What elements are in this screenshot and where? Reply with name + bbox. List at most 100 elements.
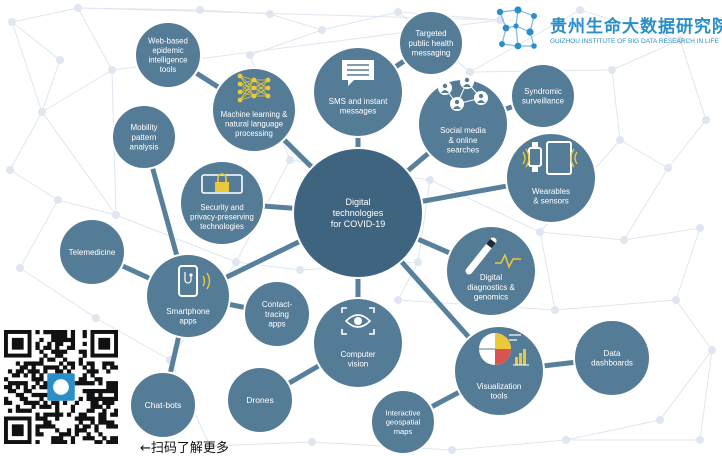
node-label-security-and-privacy: privacy-preserving [190, 213, 254, 222]
node-label-smartphone-apps: Smartphone [166, 307, 210, 316]
node-label-contact-tracing-apps: apps [268, 320, 285, 329]
node-label-sms-and-instant-messages: SMS and instant [329, 97, 388, 106]
node-label-targeted-public-health-messaging: Targeted [415, 29, 446, 38]
node-label-contact-tracing-apps: tracing [265, 310, 289, 319]
node-label-machine-learning: processing [235, 129, 273, 138]
node-circle-telemedicine [58, 218, 126, 286]
node-label-syndromic-surveillance: surveillance [522, 97, 565, 106]
qr-caption: ←扫码了解更多 [140, 441, 229, 456]
node-label-machine-learning: Machine learning & [221, 110, 289, 119]
node-circle-social-media [417, 78, 509, 170]
node-label-security-and-privacy: technologies [200, 222, 244, 231]
smartphone-icon [178, 265, 211, 297]
node-label-digital-diagnostics-and-genomics: genomics [474, 293, 508, 302]
eye-icon [341, 307, 375, 335]
node-label-targeted-public-health-messaging: messaging [412, 49, 451, 58]
node-label-drones: Drones [246, 395, 273, 405]
node-label-interactive-geospatial-maps: geospatial [386, 418, 421, 427]
neural-network-icon [237, 73, 271, 103]
node-circle-visualization-tools [453, 325, 545, 417]
node-label-center: technologies [333, 208, 384, 218]
node-label-web-based-epidemic-intelligence-tools: tools [160, 65, 177, 74]
node-circle-sms-and-instant-messages [312, 46, 404, 138]
node-circle-targeted-public-health-messaging [398, 10, 464, 76]
node-circle-digital-diagnostics-and-genomics [445, 225, 537, 317]
node-drones: Drones [226, 366, 294, 434]
node-label-chat-bots: Chat-bots [145, 400, 182, 410]
node-circle-wearables-and-sensors [505, 132, 597, 224]
logo-name-english: GUIZHOU INSTITUTE OF BIG DATA RESEARCH I… [550, 38, 719, 45]
node-label-interactive-geospatial-maps: maps [394, 427, 413, 436]
logo-name-chinese: 贵州生命大数据研究院 [550, 17, 722, 37]
node-label-mobility-pattern-analysis: pattern [132, 133, 157, 142]
node-label-web-based-epidemic-intelligence-tools: epidemic [152, 46, 183, 55]
node-label-data-dashboards: dashboards [591, 359, 633, 368]
node-label-mobility-pattern-analysis: Mobility [130, 123, 157, 132]
node-label-sms-and-instant-messages: messages [340, 107, 376, 116]
node-label-visualization-tools: Visualization [477, 382, 522, 391]
node-label-computer-vision: vision [348, 360, 368, 369]
node-label-web-based-epidemic-intelligence-tools: Web-based [148, 37, 188, 46]
people-network-icon [438, 75, 488, 111]
node-circle-security-and-privacy [179, 160, 265, 246]
node-circle-drones [226, 366, 294, 434]
node-label-syndromic-surveillance: Syndromic [524, 87, 562, 96]
node-chat-bots: Chat-bots [129, 371, 197, 439]
node-security-and-privacy: Security andprivacy-preservingtechnologi… [179, 160, 265, 246]
logo-network-icon [496, 6, 537, 50]
node-telemedicine: Telemedicine [58, 218, 126, 286]
node-label-digital-diagnostics-and-genomics: Digital [480, 273, 502, 282]
node-circle-interactive-geospatial-maps [370, 389, 436, 455]
node-label-social-media: Social media [440, 126, 486, 135]
node-label-digital-diagnostics-and-genomics: diagnostics & [467, 283, 515, 292]
node-machine-learning: Machine learning &natural languageproces… [211, 67, 297, 153]
node-circle-mobility-pattern-analysis [111, 104, 177, 170]
node-circle-machine-learning [211, 67, 297, 153]
node-label-interactive-geospatial-maps: Interactive [385, 408, 420, 417]
node-label-smartphone-apps: apps [179, 317, 196, 326]
node-circle-syndromic-surveillance [510, 63, 576, 129]
node-label-data-dashboards: Data [604, 349, 621, 358]
node-wearables-and-sensors: Wearables& sensors [505, 132, 597, 224]
node-circle-center [292, 147, 424, 279]
node-label-mobility-pattern-analysis: analysis [130, 143, 159, 152]
node-label-wearables-and-sensors: Wearables [532, 187, 570, 196]
node-circle-contact-tracing-apps [243, 280, 311, 348]
node-circle-computer-vision [312, 297, 404, 389]
test-strip-icon [465, 237, 521, 275]
qr-code[interactable] [4, 330, 119, 445]
node-label-wearables-and-sensors: & sensors [533, 197, 569, 206]
node-label-social-media: searches [447, 146, 479, 155]
node-label-telemedicine: Telemedicine [69, 248, 116, 257]
node-label-security-and-privacy: Security and [200, 203, 243, 212]
node-label-visualization-tools: tools [491, 392, 508, 401]
node-label-center: Digital [345, 197, 370, 207]
node-label-contact-tracing-apps: Contact- [262, 300, 293, 309]
lock-icon [201, 173, 243, 194]
node-circles: Web-basedepidemicintelligencetoolsMachin… [58, 10, 651, 455]
node-label-targeted-public-health-messaging: public health [409, 39, 454, 48]
node-circle-web-based-epidemic-intelligence-tools [134, 21, 202, 89]
qr-code-icon [4, 330, 119, 445]
node-label-social-media: & online [449, 136, 478, 145]
pie-chart-icon [479, 333, 529, 366]
wearable-devices-icon [522, 141, 578, 175]
node-label-machine-learning: natural language [225, 120, 283, 129]
node-label-center: for COVID-19 [331, 219, 386, 229]
node-label-web-based-epidemic-intelligence-tools: intelligence [148, 56, 187, 65]
institute-logo: 贵州生命大数据研究院 GUIZHOU INSTITUTE OF BIG DATA… [490, 4, 722, 54]
